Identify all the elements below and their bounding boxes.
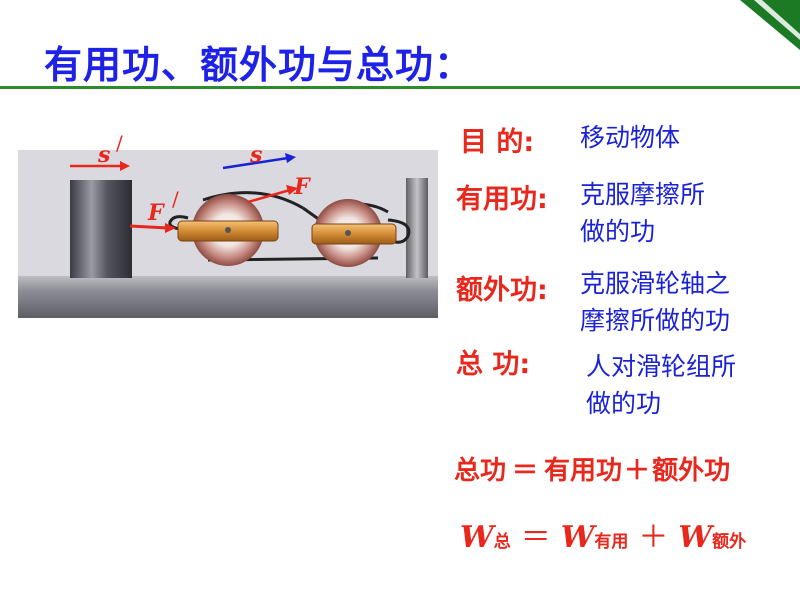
movable-pulley-axle xyxy=(225,227,231,233)
subscript-total: 总 xyxy=(493,532,511,552)
subscript-extra: 额外 xyxy=(712,532,747,552)
desc-total-work-line-1: 人对滑轮组所 xyxy=(586,352,737,381)
subscript-useful: 有用 xyxy=(594,532,629,552)
term-useful-work: 有用功: xyxy=(456,184,548,215)
formula-total: 总功 xyxy=(454,456,507,486)
label-F: F xyxy=(293,174,311,200)
symbol-W-extra: W xyxy=(678,520,713,555)
symbol-W-total: W xyxy=(460,520,494,555)
formula-eq: ＝ xyxy=(512,456,539,486)
label-s-prime: s xyxy=(97,142,110,168)
object-block xyxy=(70,180,132,278)
fixed-pulley-frame xyxy=(311,223,397,245)
rope-hook xyxy=(168,215,189,232)
label-s: s xyxy=(249,142,262,168)
formula-extra: 额外功 xyxy=(652,456,731,486)
desc-total-work-line-2: 做的功 xyxy=(586,389,662,418)
label-s-prime-mark: / xyxy=(116,131,123,155)
desc-useful-work-line-2: 做的功 xyxy=(580,217,656,246)
formula-symbolic: W总＝W有用＋W额外 xyxy=(460,512,746,556)
desc-useful-work-line-1: 克服摩擦所 xyxy=(580,180,706,209)
desc-extra-work-line-1: 克服滑轮轴之 xyxy=(580,269,731,298)
term-purpose: 目 的: xyxy=(460,127,535,158)
arrow-s xyxy=(222,153,296,170)
label-F-prime-mark: / xyxy=(172,187,179,211)
base-board xyxy=(18,276,438,318)
desc-extra-work-line-2: 摩擦所做的功 xyxy=(580,306,731,335)
symbolic-plus: ＋ xyxy=(638,520,669,555)
fixed-pulley-axle xyxy=(345,230,351,236)
symbolic-eq: ＝ xyxy=(520,520,551,555)
arrow-F xyxy=(247,185,298,204)
term-total-work: 总 功: xyxy=(456,349,531,380)
slide-title: 有用功、额外功与总功： xyxy=(44,43,474,87)
symbol-W-useful: W xyxy=(560,520,595,555)
corner-decoration xyxy=(740,0,800,50)
arrow-s-prime xyxy=(70,161,130,171)
term-extra-work: 额外功: xyxy=(456,275,548,306)
desc-purpose-line-1: 移动物体 xyxy=(580,123,681,152)
formula-plus: ＋ xyxy=(624,456,651,486)
formula-useful: 有用功 xyxy=(544,456,623,486)
pulley-diagram: s / s F F / xyxy=(18,131,438,318)
arrow-F-prime xyxy=(129,223,176,233)
label-F-prime: F xyxy=(147,200,165,226)
formula-text: 总功＝有用功＋额外功 xyxy=(454,450,730,487)
title-divider xyxy=(0,86,800,89)
fixed-post xyxy=(406,178,428,278)
